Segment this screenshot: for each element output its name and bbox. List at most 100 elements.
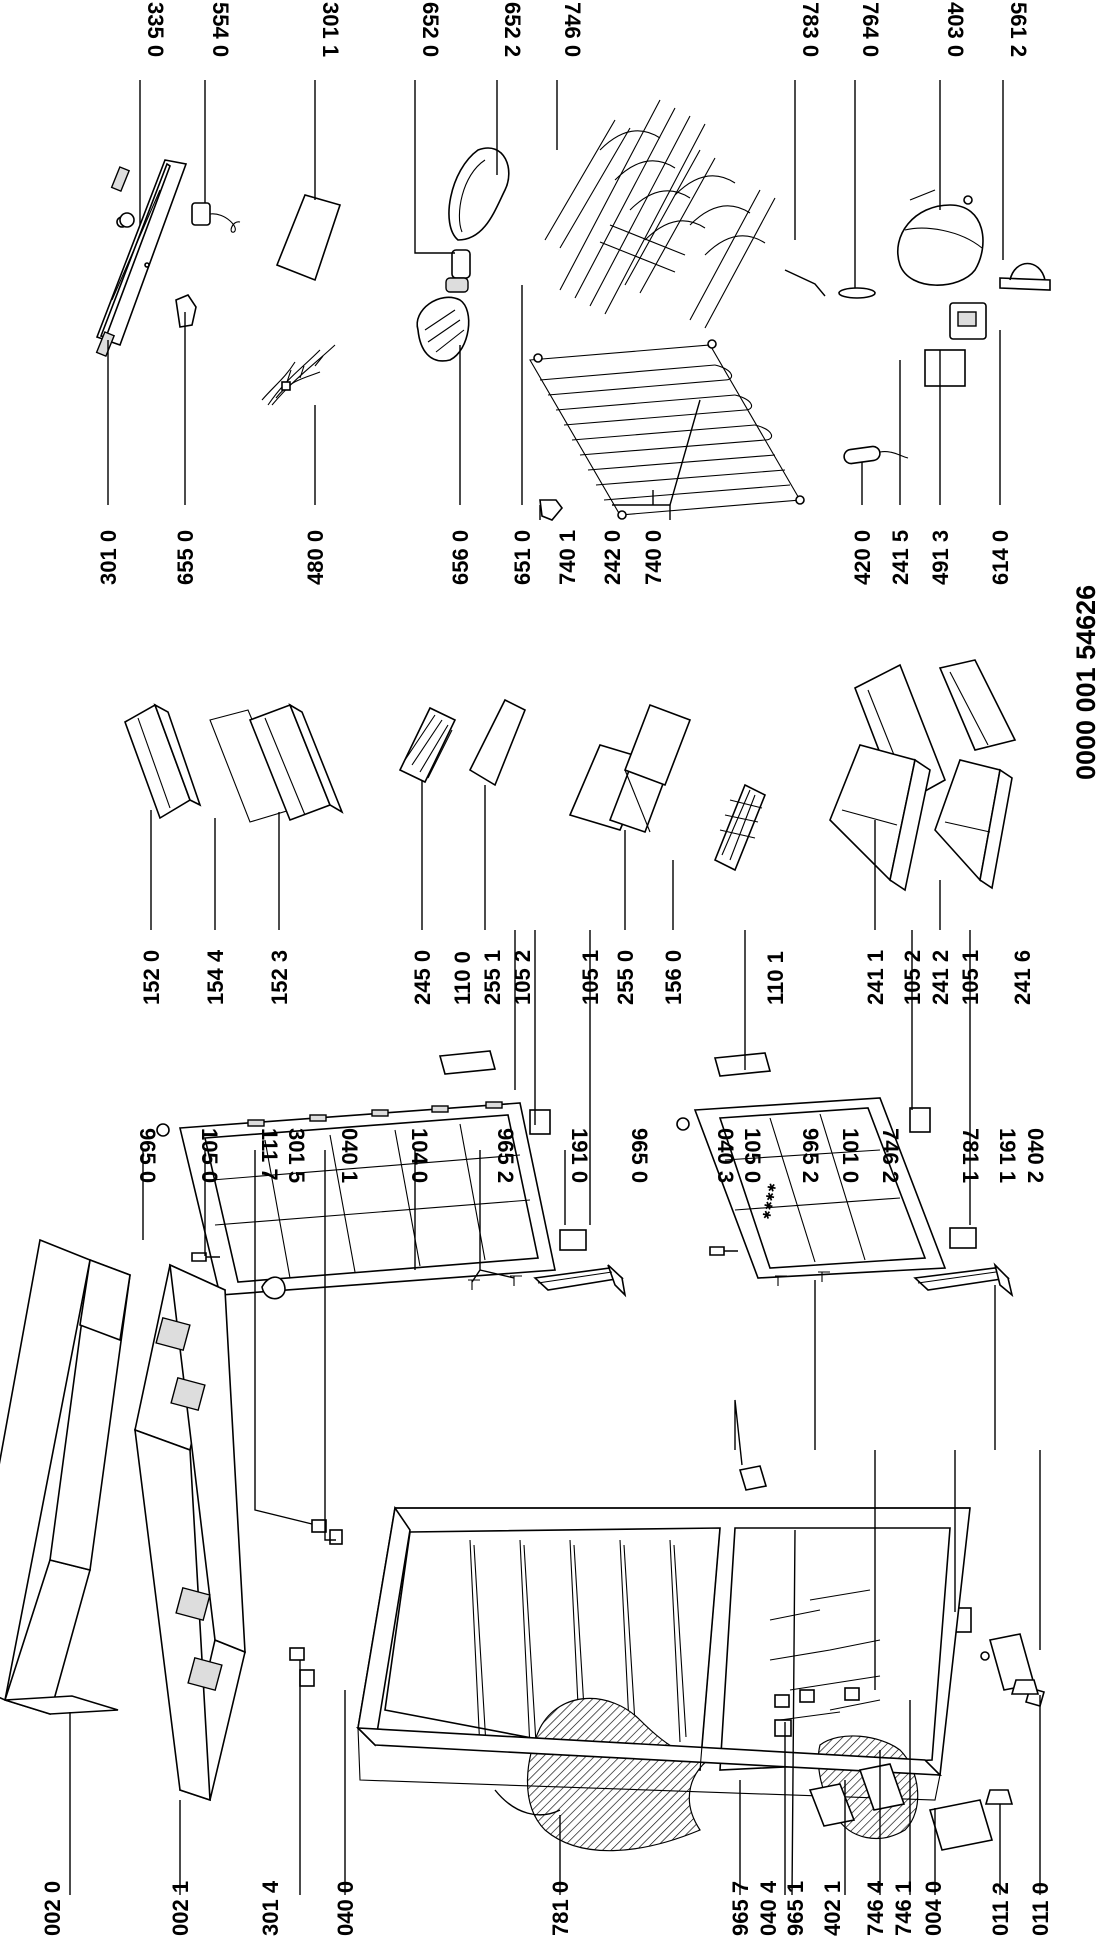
label-040-0: 040 0: [333, 1881, 358, 1936]
label-781-1: 781 1: [958, 1128, 983, 1183]
shelf-support-a: [774, 1694, 790, 1708]
label-746-1: 746 1: [891, 1881, 916, 1936]
ice-tray-set: [568, 703, 692, 834]
glass-plate: [468, 698, 527, 787]
label-740-0: 740 0: [641, 530, 666, 585]
label-040-2: 040 2: [1023, 1128, 1048, 1183]
label-335-0: 335 0: [143, 2, 168, 57]
label-301-1: 301 1: [318, 2, 343, 57]
label-965-2b: 965 2: [798, 1128, 823, 1183]
fridge-bottom-hinge: [949, 1227, 977, 1249]
label-105-2a: 105 2: [510, 950, 535, 1005]
crisper-drawer-large: [829, 744, 931, 892]
label-242-0: 242 0: [600, 530, 625, 585]
capacitor: [843, 445, 881, 465]
shelf-support-b: [799, 1689, 815, 1703]
label-004-0: 004 0: [921, 1881, 946, 1936]
label-746-2: 746 2: [878, 1128, 903, 1183]
thermostat: [191, 202, 241, 233]
label-105-1b: 105 1: [958, 950, 983, 1005]
label-104-0: 104 0: [407, 1128, 432, 1183]
junction-box: [924, 349, 966, 387]
label-011-2: 011 2: [988, 1882, 1013, 1936]
fridge-door: ✱✱✱✱: [693, 1097, 947, 1279]
label-301-4: 301 4: [258, 1880, 283, 1936]
label-965-7: 965 7: [728, 1881, 753, 1936]
hinge-screw-bottom: [709, 1246, 738, 1256]
label-101-0: 101 0: [838, 1128, 863, 1183]
label-241-6: 241 6: [1010, 950, 1035, 1005]
label-105-0a: 105 0: [197, 1128, 222, 1183]
fridge-top-hinge: [909, 1107, 931, 1133]
hinge-plug-bottom: [676, 1117, 690, 1131]
cover-cap-left: [289, 1647, 305, 1661]
label-040-3: 040 3: [713, 1128, 738, 1183]
label-746-0: 746 0: [560, 2, 585, 57]
door-shelf-top: [124, 703, 202, 820]
bracket-clip-top: [329, 1529, 343, 1545]
leader-lines: [69, 80, 1041, 1896]
relay-clamp: [999, 262, 1051, 291]
tube-bend: [784, 269, 826, 297]
hinge-bracket: [738, 1465, 768, 1491]
lamp: [119, 212, 135, 228]
label-191-0: 191 0: [567, 1128, 592, 1183]
label-255-1: 255 1: [480, 950, 505, 1005]
shelf-support-c: [844, 1687, 860, 1701]
wiring-harness: [261, 344, 336, 406]
label-554-0: 554 0: [208, 2, 233, 57]
label-965-0a: 965 0: [135, 1128, 160, 1183]
label-002-0: 002 0: [40, 1881, 65, 1936]
label-740-1: 740 1: [555, 530, 580, 585]
fan-guard: [416, 296, 470, 362]
cover-cap: [311, 1519, 327, 1533]
adjustable-foot-a: [984, 1789, 1014, 1805]
label-191-1: 191 1: [995, 1128, 1020, 1183]
hinge-screw-top: [191, 1252, 220, 1262]
label-245-0: 245 0: [410, 950, 435, 1005]
label-105-0b: 105 0: [740, 1128, 765, 1183]
label-156-0: 156 0: [661, 950, 686, 1005]
label-402-1: 402 1: [820, 1881, 845, 1936]
label-781-0: 781 0: [548, 1881, 573, 1936]
label-783-0: 783 0: [798, 2, 823, 57]
thermostat-housing: [808, 1783, 856, 1827]
label-241-1: 241 1: [863, 950, 888, 1005]
label-420-0: 420 0: [850, 530, 875, 585]
label-152-0: 152 0: [139, 950, 164, 1005]
label-040-1: 040 1: [337, 1128, 362, 1183]
label-746-4: 746 4: [863, 1880, 888, 1936]
label-152-3: 152 3: [267, 950, 292, 1005]
label-652-2: 652 2: [500, 2, 525, 57]
thermostat-knob: [175, 294, 197, 328]
label-403-0: 403 0: [943, 2, 968, 57]
door-pins-bottom: [775, 1271, 830, 1286]
label-301-0: 301 0: [96, 530, 121, 585]
label-965-0b: 965 0: [627, 1128, 652, 1183]
label-110-0: 110 0: [450, 951, 475, 1005]
label-561-2: 561 2: [1006, 2, 1031, 57]
label-480-0: 480 0: [303, 530, 328, 585]
crisper-drawer-small: [934, 759, 1013, 890]
label-111-7: 111 7: [257, 1128, 282, 1181]
cabinet: [355, 1505, 971, 1852]
drain-tube: [494, 1789, 561, 1816]
label-965-2a: 965 2: [493, 1128, 518, 1183]
label-011-0: 011 0: [1028, 1882, 1053, 1936]
condenser-coil: [544, 99, 776, 329]
label-040-4: 040 4: [756, 1880, 781, 1936]
label-002-1: 002 1: [168, 1881, 193, 1936]
label-241-5: 241 5: [888, 530, 913, 585]
kick-plate-bottom: [913, 1262, 1014, 1298]
cover-plate: [275, 194, 342, 282]
worktop: [0, 1238, 131, 1716]
ice-cube-grid: [713, 783, 767, 872]
label-614-0: 614 0: [988, 530, 1013, 585]
freezer-door-handle: [438, 1050, 497, 1075]
label-656-0: 656 0: [448, 530, 473, 585]
label-764-0: 764 0: [858, 2, 883, 57]
label-655-0: 655 0: [173, 530, 198, 585]
freezer-door: [179, 1101, 556, 1296]
label-105-1a: 105 1: [578, 950, 603, 1005]
